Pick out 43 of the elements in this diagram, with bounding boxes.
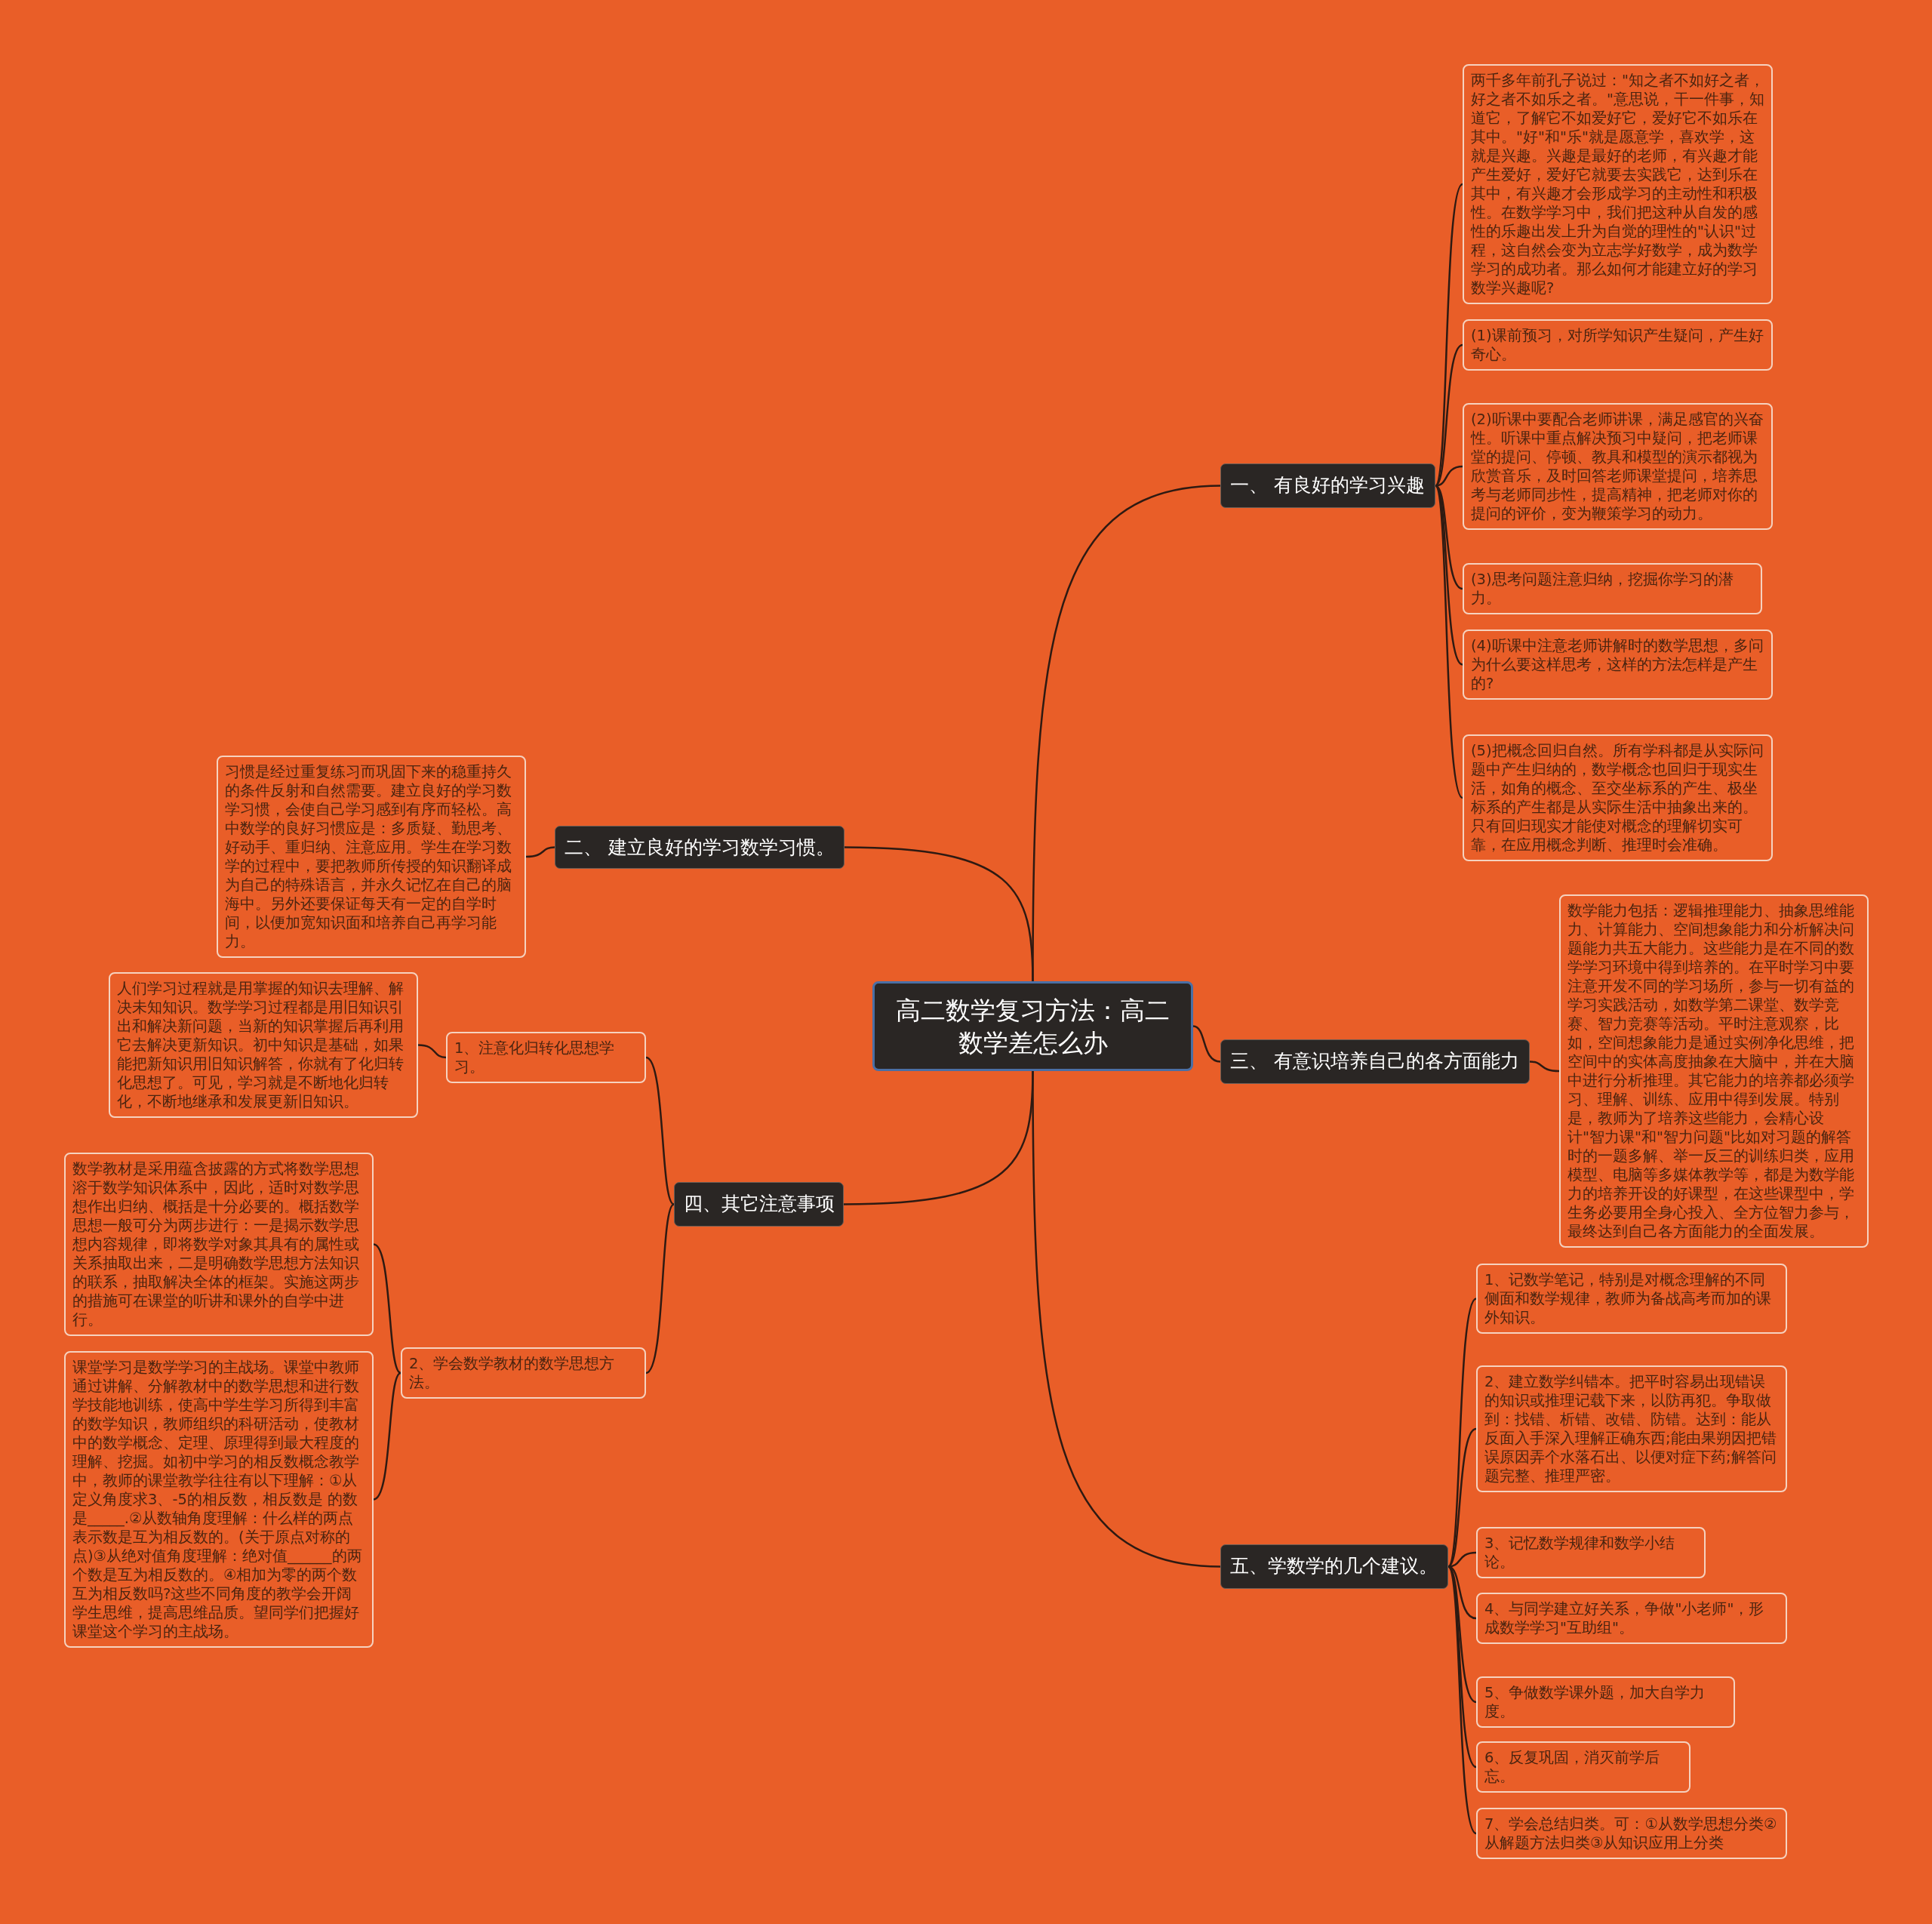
text-box: 5、争做数学课外题，加大自学力度。 <box>1476 1676 1735 1728</box>
connector-line <box>1447 1565 1477 1834</box>
connector-line <box>1435 343 1463 487</box>
topic-box: 四、其它注意事项 <box>674 1182 844 1227</box>
text-box: (3)思考问题注意归纳，挖掘你学习的潜力。 <box>1463 563 1762 614</box>
text-box: (1)课前预习，对所学知识产生疑问，产生好奇心。 <box>1463 319 1773 371</box>
text-box: 1、记数学笔记，特别是对概念理解的不同侧面和数学规律，教师为备战高考而加的课外知识。 <box>1476 1264 1787 1334</box>
connector-line <box>1192 1025 1221 1063</box>
connector-line <box>373 1243 401 1374</box>
connector-line <box>373 1372 401 1501</box>
connector-line <box>1434 485 1464 799</box>
connector-line <box>1435 465 1463 487</box>
connector-line <box>844 846 1034 982</box>
connector-line <box>417 1044 447 1059</box>
text-box: (2)听课中要配合老师讲课，满足感官的兴奋性。听课中重点解决预习中疑问，把老师课堂的提问、停顿、教具和模型的演示都视为欣赏音乐，及时回答老师课堂提问，培养思考与老师同步性，提高精神，把老师对你的提问的评价，变为鞭策学习的动力。 <box>1463 403 1773 530</box>
connector-line <box>1032 1071 1221 1568</box>
connector-line <box>645 1056 675 1205</box>
connector-line <box>1447 1427 1477 1568</box>
topic-box: 五、学数学的几个建议。 <box>1220 1544 1448 1589</box>
topic-box: 二、 建立良好的学习数学习惯。 <box>555 826 844 869</box>
text-box: 2、学会数学教材的数学思想方法。 <box>401 1347 646 1399</box>
text-box: 两千多年前孔子说过："知之者不如好之者，好之者不如乐之者。"意思说，干一件事，知道它，了解它不如爱好它，爱好它不如乐在其中。"好"和"乐"就是愿意学，喜欢学，这就是兴趣。兴趣是最好的老师，有兴趣才能产生爱好，爱好它就要去实践它，达到乐在其中，有兴趣才会形成学习的主动性和积极性。在数学学习中，我们把这种从自发的感性的乐趣出发上升为自觉的理性的"认识"过程，这自然会变为立志学好数学，成为数学学习的成功者。那么如何才能建立好的学习数学兴趣呢? <box>1463 64 1773 304</box>
text-box: 2、建立数学纠错本。把平时容易出现错误的知识或推理记载下来，以防再犯。争取做到：找错、析错、改错、防错。达到：能从反面入手深入理解正确东西;能由果朔因把错误原因弄个水落石出、以便对症下药;解答问题完整、推理严密。 <box>1476 1365 1787 1492</box>
text-box: 人们学习过程就是用掌握的知识去理解、解决未知知识。数学学习过程都是用旧知识引出和解决新问题，当新的知识掌握后再利用它去解决更新知识。初中知识是基础，如果能把新知识用旧知识解答，你就有了化归转化思想了。可见，学习就是不断地化归转化，不断地继承和发展更新旧知识。 <box>109 972 418 1118</box>
text-box: 习惯是经过重复练习而巩固下来的稳重持久的条件反射和自然需要。建立良好的学习数学习惯，会使自己学习感到有序而轻松。高中数学的良好习惯应是：多质疑、勤思考、好动手、重归纳、注意应用。学生在学习数学的过程中，要把教师所传授的知识翻译成为自己的特殊语言，并永久记忆在自己的脑海中。另外还要保证每天有一定的自学时间，以便加宽知识面和培养自己再学习能力。 <box>217 756 526 958</box>
text-box: 6、反复巩固，消灭前学后忘。 <box>1476 1741 1690 1793</box>
connector-line <box>645 1203 675 1374</box>
connector-line <box>1447 1298 1477 1568</box>
topic-box: 三、 有意识培养自己的各方面能力 <box>1220 1039 1530 1084</box>
connector-line <box>1529 1061 1560 1073</box>
text-box: 4、与同学建立好关系，争做"小老师"，形成数学学习"互助组"。 <box>1476 1593 1787 1644</box>
text-box: (5)把概念回归自然。所有学科都是从实际问题中产生归纳的，数学概念也回归于现实生活，如角的概念、至交坐标系的产生、极坐标系的产生都是从实际生活中抽象出来的。只有回归现实才能使对概念的理解切实可靠，在应用概念判断、推理时会准确。 <box>1463 734 1773 861</box>
text-box: 数学教材是采用蕴含披露的方式将数学思想溶于数学知识体系中，因此，适时对数学思想作出归纳、概括是十分必要的。概括数学思想一般可分为两步进行：一是揭示数学思想内容规律，即将数学对象其具有的属性或关系抽取出来，二是明确数学思想方法知识的联系，抽取解决全体的框架。实施这两步的措施可在课堂的听讲和课外的自学中进行。 <box>64 1153 374 1336</box>
connector-line <box>525 846 555 858</box>
connector-line <box>1435 485 1463 666</box>
text-box: 3、记忆数学规律和数学小结论。 <box>1476 1527 1706 1578</box>
topic-box: 一、 有良好的学习兴趣 <box>1220 463 1435 508</box>
text-box: (4)听课中注意老师讲解时的数学思想，多问为什么要这样思考，这样的方法怎样是产生的? <box>1463 630 1773 700</box>
text-box: 数学能力包括：逻辑推理能力、抽象思维能力、计算能力、空间想象能力和分析解决问题能力共五大能力。这些能力是在不同的数学学习环境中得到培养的。在平时学习中要注意开发不同的学习场所，参与一切有益的学习实践活动，如数学第二课堂、数学竞赛、智力竞赛等活动。平时注意观察，比如，空间想象能力是通过实例净化思维，把空间中的实体高度抽象在大脑中，并在大脑中进行分析推理。其它能力的培养都必须学习、理解、训练、应用中得到发展。特别是，教师为了培养这些能力，会精心设计"智力课"和"智力问题"比如对习题的解答时的一题多解、举一反三的训练归类，应用模型、电脑等多媒体教学等，都是为数学能力的培养开设的好课型，在这些课型中，学生务必要用全身心投入、全方位智力参与，最终达到自己各方面能力的全面发展。 <box>1559 894 1869 1248</box>
central-topic: 高二数学复习方法：高二数学差怎么办 <box>872 981 1193 1071</box>
text-box: 课堂学习是数学学习的主战场。课堂中教师通过讲解、分解教材中的数学思想和进行数学技能地训练，使高中学生学习所得到丰富的数学知识，教师组织的科研活动，使教材中的数学概念、定理、原理得到最大程度的理解、挖掘。如初中学习的相反数概念教学中，教师的课堂教学往往有以下理解：①从定义角度求3、-5的相反数，相反数是 的数是_____.②从数轴角度理解：什么样的两点表示数是互为相反数的。(关于原点对称的点)③从绝对值角度理解：绝对值______的两个数是互为相反数的。④相加为零的两个数互为相反数吗?这些不同角度的教学会开阔学生思维，提高思维品质。望同学们把握好课堂这个学习的主战场。 <box>64 1351 374 1648</box>
text-box: 1、注意化归转化思想学习。 <box>446 1032 646 1083</box>
text-box: 7、学会总结归类。可：①从数学思想分类②从解题方法归类③从知识应用上分类 <box>1476 1808 1787 1859</box>
